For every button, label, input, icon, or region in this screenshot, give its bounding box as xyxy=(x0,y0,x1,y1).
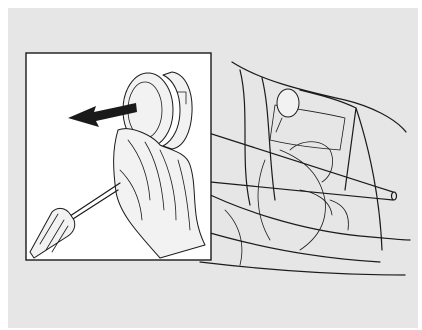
illustration xyxy=(0,0,422,330)
illustration-frame xyxy=(0,0,422,330)
